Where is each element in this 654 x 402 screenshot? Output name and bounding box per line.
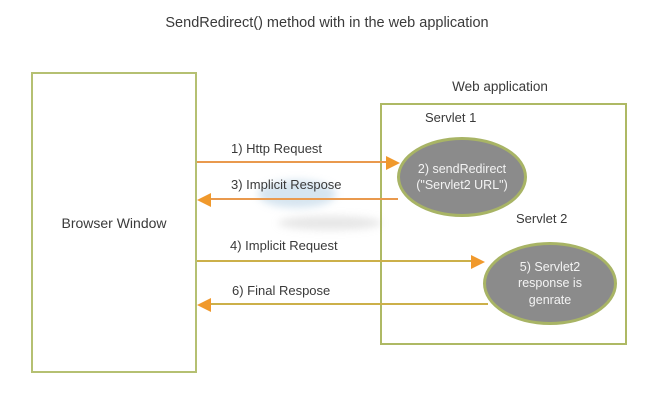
servlet2-label: Servlet 2 bbox=[516, 211, 568, 226]
web-application-box bbox=[380, 103, 627, 345]
arrow4-line bbox=[197, 260, 472, 262]
browser-window-label: Browser Window bbox=[61, 214, 167, 231]
servlet1-ellipse-text-line2: ("Servlet2 URL") bbox=[416, 178, 508, 192]
web-application-label: Web application bbox=[452, 79, 548, 94]
arrow1-line bbox=[197, 161, 387, 163]
arrow3-implicit-respose-label: 3) Implicit Respose bbox=[231, 177, 342, 192]
servlet1-ellipse-text-line1: 2) sendRedirect bbox=[417, 161, 507, 176]
watermark-smudge bbox=[278, 216, 382, 230]
arrow6-line bbox=[210, 303, 488, 305]
arrow1-http-request-label: 1) Http Request bbox=[231, 141, 323, 156]
servlet2-ellipse-text-line2: response is bbox=[518, 276, 582, 291]
servlet2-ellipse-text-line3: genrate bbox=[528, 292, 572, 307]
arrow1-right-arrowhead-icon bbox=[386, 156, 400, 170]
browser-window-box: Browser Window bbox=[31, 72, 197, 373]
servlet2-ellipse: 5) Servlet2 response is genrate bbox=[483, 242, 617, 325]
arrow6-left-arrowhead-icon bbox=[197, 298, 211, 312]
servlet1-label: Servlet 1 bbox=[425, 110, 477, 125]
arrow4-implicit-request-label: 4) Implicit Request bbox=[230, 238, 338, 253]
diagram-title: SendRedirect() method with in the web ap… bbox=[165, 15, 489, 31]
watermark-smudge bbox=[258, 180, 336, 208]
arrow6-final-respose-label: 6) Final Respose bbox=[232, 283, 331, 298]
arrow3-left-arrowhead-icon bbox=[197, 193, 211, 207]
arrow3-line bbox=[210, 198, 398, 200]
arrow4-right-arrowhead-icon bbox=[471, 255, 485, 269]
servlet1-ellipse: 2) sendRedirect ("Servlet2 URL") bbox=[397, 137, 527, 217]
servlet2-ellipse-text-line1: 5) Servlet2 bbox=[519, 260, 581, 275]
